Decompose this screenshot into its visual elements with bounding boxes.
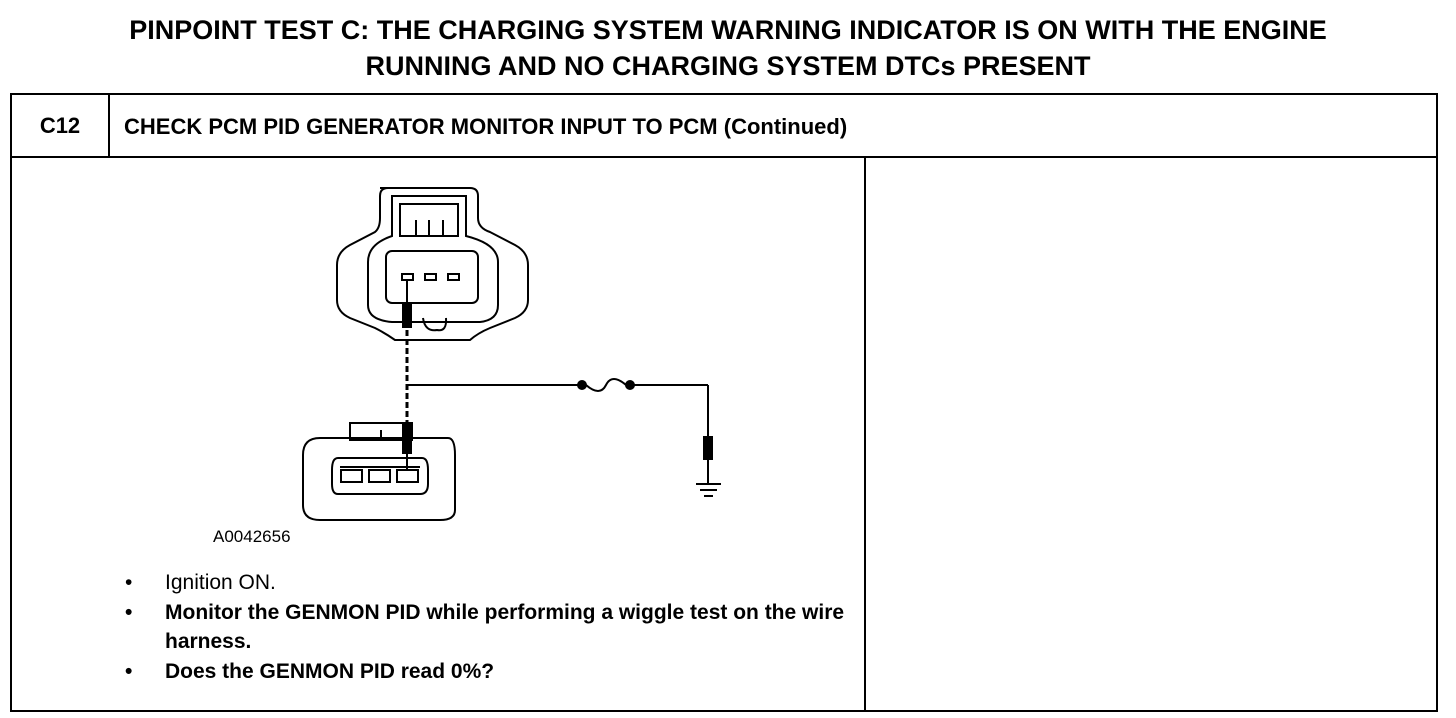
instruction-item: Monitor the GENMON PID while performing … [120, 598, 845, 656]
fuse-icon [577, 378, 635, 392]
title-line-1: PINPOINT TEST C: THE CHARGING SYSTEM WAR… [129, 15, 1327, 45]
figure-id: A0042656 [213, 527, 291, 546]
connector-icon [302, 422, 456, 521]
step-heading: CHECK PCM PID GENERATOR MONITOR INPUT TO… [124, 114, 848, 139]
title-line-2: RUNNING AND NO CHARGING SYSTEM DTCs PRES… [365, 51, 1091, 81]
connector-icon [336, 187, 529, 341]
column-divider [864, 158, 866, 710]
instruction-item: Does the GENMON PID read 0%? [120, 657, 845, 686]
wire [402, 280, 713, 483]
instruction-list: Ignition ON. Monitor the GENMON PID whil… [120, 568, 845, 687]
page-title: PINPOINT TEST C: THE CHARGING SYSTEM WAR… [0, 12, 1456, 84]
pinpoint-test-table: C12 CHECK PCM PID GENERATOR MONITOR INPU… [10, 93, 1438, 712]
instruction-item: Ignition ON. [120, 568, 845, 597]
step-id: C12 [12, 95, 110, 156]
ground-icon [696, 483, 721, 497]
step-header-row: C12 CHECK PCM PID GENERATOR MONITOR INPU… [12, 95, 1436, 158]
